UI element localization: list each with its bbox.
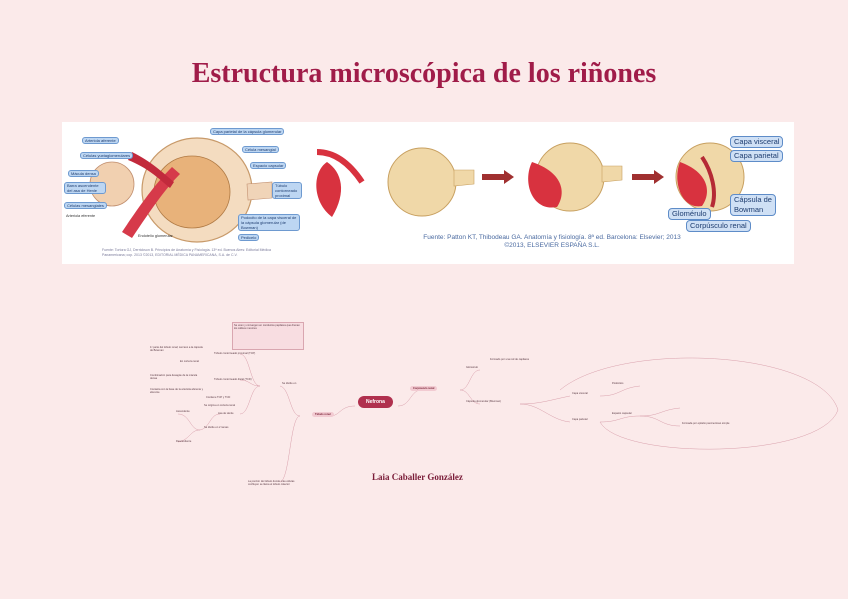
sequence-stage-1	[316, 147, 475, 217]
node-macula-densa: Combinación para desagüe de la mácula de…	[150, 374, 198, 381]
figure-right-source-line2: ©2013, ELSEVIER ESPAÑA S.L.	[504, 242, 600, 249]
figure-left-source: Fuente: Tortora GJ, Derrickson B. Princi…	[102, 248, 271, 257]
label-capsula-bowman: Cápsula de Bowman	[730, 194, 776, 216]
label-left-1: Células yuxtaglomerulares	[80, 152, 134, 159]
glomerulus-shape	[153, 155, 231, 229]
label-corpusculo-renal: Corpúsculo renal	[686, 220, 751, 232]
node-origina-corteza: Se origina en corteza renal	[204, 404, 235, 407]
author-name: Laia Caballer González	[372, 472, 463, 482]
sequence-stage-2	[528, 142, 623, 212]
label-left-5: Arteriola eferente	[66, 214, 96, 218]
afferent-arteriole-shape	[122, 167, 180, 238]
page-title: Estructura microscópica de los riñones	[191, 58, 657, 89]
label-capa-visceral: Capa visceral	[730, 136, 784, 148]
figure-right-source-line1: Fuente: Patton KT, Thibodeau GA. Anatomí…	[423, 234, 681, 241]
arrow-2-icon	[632, 170, 664, 184]
node-ascendente: Ascendente	[176, 410, 190, 413]
efferent-arteriole-shape	[128, 152, 174, 188]
node-capsula-glomerular: Cápsula glomerular (Bowman)	[466, 400, 502, 403]
label-right-0: Capa parietal de la cápsula glomerular	[210, 128, 285, 135]
label-glomerulo: Glomérulo	[668, 208, 711, 220]
node-primera-parte: 1ª parte del túbulo renal; cercano a la …	[150, 346, 203, 353]
node-capa-visceral: Capa visceral	[572, 392, 588, 395]
node-epitelio: Formada por epitelio pavimentoso simple	[682, 422, 730, 425]
node-capa-parietal: Capa parietal	[572, 418, 588, 421]
label-right-1: Célula mesangial	[242, 146, 279, 153]
concept-map-lines	[177, 353, 839, 483]
label-right-2: Espacio capsular	[250, 162, 287, 169]
node-tcp: Túbulo contorneado proximal (TCP)	[214, 352, 256, 355]
node-tcd: Túbulo contorneado distal (TCD)	[214, 378, 252, 381]
label-right-3: Túbulo contorneado proximal	[272, 182, 302, 199]
node-espacio-capsular: Espacio capsular	[612, 412, 632, 415]
figure-right-source: Fuente: Patton KT, Thibodeau GA. Anatomí…	[422, 234, 682, 250]
label-left-3: Barra ascendente del asa de Henle	[64, 182, 106, 194]
node-descripcion: Se unen y convergen en conductos papilar…	[232, 322, 304, 350]
label-right-4: Podocito de la capa visceral de la cápsu…	[238, 214, 300, 231]
node-contacto-arteriolas: Contacta con la base de la arteriola afe…	[150, 388, 204, 395]
node-se-divide: Se divide en	[282, 382, 297, 385]
node-tubulo-renal[interactable]: Túbulo renal	[312, 412, 334, 418]
arrow-1-icon	[482, 170, 514, 184]
node-corpusculo-renal[interactable]: Corpúsculo renal	[410, 386, 438, 392]
label-right-5: Pedicelo	[238, 234, 260, 241]
label-left-0: Arteriola aferente	[82, 137, 119, 144]
label-left-6: Endotelio glomerular	[138, 234, 173, 238]
node-red-capilares: Formado por una red de capilares	[490, 358, 530, 361]
concept-map: Se unen y convergen en conductos papilar…	[0, 310, 848, 530]
node-en-corteza: En corteza renal	[180, 360, 199, 363]
figure-panel: Arteriola aferente Células yuxtaglomerul…	[62, 122, 794, 264]
node-nefrona[interactable]: Nefrona	[358, 396, 393, 408]
node-glomerulo: Glomérulo	[466, 366, 478, 369]
node-podocitos: Podocitos	[612, 382, 624, 385]
label-left-2: Mácula densa	[68, 170, 99, 177]
label-capa-parietal: Capa parietal	[730, 150, 783, 162]
node-contiene: Contiene TCP y TCD	[206, 396, 231, 399]
sequence-stage-3	[675, 142, 745, 212]
label-left-4: Células mesangiales	[64, 202, 107, 209]
node-tubulo-colector: La porción del túbulo donde más células …	[248, 480, 295, 487]
node-descendente: Descendente	[176, 440, 192, 443]
proximal-tubule-shape	[246, 181, 273, 201]
kidney-illustration	[89, 137, 745, 243]
node-asa-henle: Asa de Henle	[218, 412, 234, 415]
node-dos-ramas: Se divide en 2 ramas	[204, 426, 229, 429]
